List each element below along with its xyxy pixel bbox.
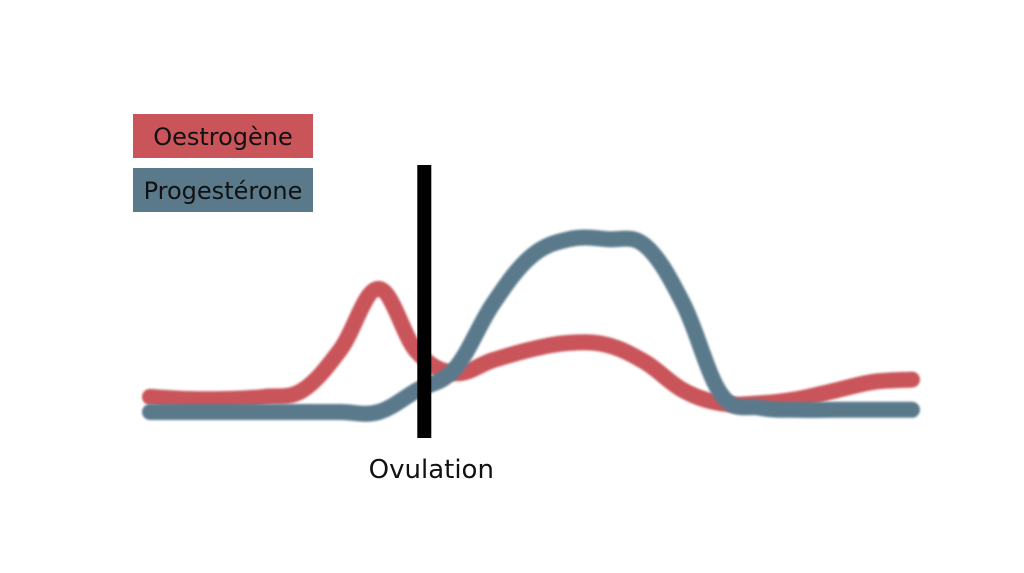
ovulation-marker: Ovulation bbox=[369, 165, 494, 485]
series-line-progesterone bbox=[142, 229, 920, 422]
ovulation-label: Ovulation bbox=[369, 455, 494, 485]
legend-item-oestrogene: Oestrogène bbox=[133, 114, 313, 158]
series-layer bbox=[142, 229, 920, 422]
legend-swatch-progesterone bbox=[133, 168, 313, 212]
series-line-oestrogene bbox=[142, 280, 920, 413]
legend: Oestrogène Progestérone bbox=[133, 114, 313, 212]
legend-item-progesterone: Progestérone bbox=[133, 168, 313, 212]
ovulation-line bbox=[417, 165, 432, 438]
legend-label-oestrogene: Oestrogène bbox=[153, 123, 293, 151]
legend-swatch-oestrogene bbox=[133, 114, 313, 158]
legend-label-progesterone: Progestérone bbox=[144, 177, 303, 205]
